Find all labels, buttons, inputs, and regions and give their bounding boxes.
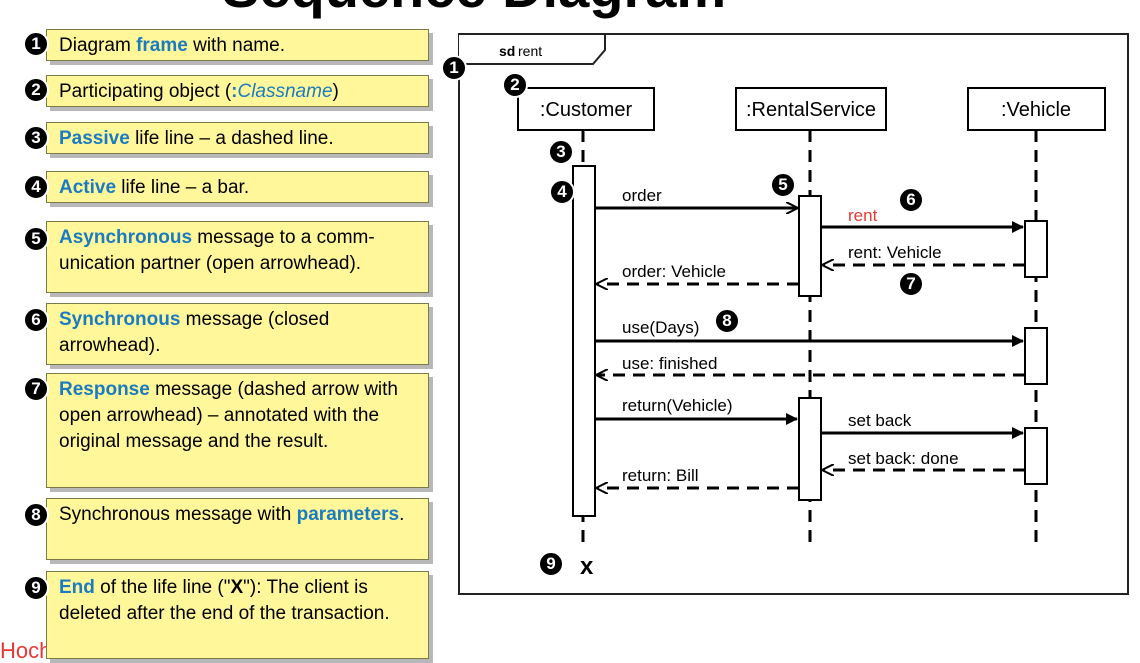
diagram-badge-5: 5 — [770, 172, 796, 198]
legend-text: Participating object (:Classname) — [59, 81, 339, 102]
message-use-response-label: use: finished — [622, 354, 717, 373]
legend-text: Active life line – a bar. — [59, 177, 250, 198]
activation-vehicle-2 — [1024, 327, 1048, 385]
participant-customer-label: :Customer — [540, 99, 633, 121]
legend-item-9-overlay: End of the life line ("X"): The client i… — [46, 571, 429, 659]
message-use-label: use(Days) — [622, 318, 699, 337]
diagram-badge-6: 6 — [898, 187, 924, 213]
frame-name-tab — [459, 33, 606, 65]
message-setback-response-label: set back: done — [848, 449, 959, 468]
legend-badge-5: 5 — [23, 226, 49, 252]
legend-text: Passive life line – a dashed line. — [59, 128, 334, 149]
diagram-badge-4: 4 — [549, 179, 575, 205]
message-return-label: return(Vehicle) — [622, 396, 733, 415]
legend-badge-1: 1 — [23, 31, 49, 57]
legend-badge-8: 8 — [23, 502, 49, 528]
participant-vehicle-label: :Vehicle — [1001, 99, 1071, 121]
page-title: Sequence Diagram — [222, 0, 726, 16]
diagram-badge-7: 7 — [898, 271, 924, 297]
legend-badge-3: 3 — [23, 125, 49, 151]
legend-item-5: Asynchronous message to a comm-unication… — [46, 221, 429, 293]
legend-item-1: Diagram frame with name. — [46, 29, 429, 61]
activation-customer — [572, 165, 596, 517]
legend-item-6: Synchronous message (closed arrowhead). — [46, 303, 429, 365]
legend-badge-7: 7 — [23, 376, 49, 402]
activation-rentalservice-2 — [798, 397, 822, 501]
diagram-badge-9: 9 — [538, 551, 564, 577]
message-order-response-label: order: Vehicle — [622, 262, 726, 281]
lifeline-end-marker: x — [580, 553, 594, 580]
diagram-badge-8: 8 — [714, 308, 740, 334]
frame-keyword: sd — [499, 43, 515, 59]
diagram-badge-1: 1 — [441, 55, 467, 81]
message-return-response-label: return: Bill — [622, 466, 699, 485]
diagram-badge-3: 3 — [548, 139, 574, 165]
activation-rentalservice-1 — [798, 195, 822, 297]
activation-vehicle-1 — [1024, 220, 1048, 278]
legend-item-3: Passive life line – a dashed line. — [46, 122, 429, 154]
legend-badge-2: 2 — [23, 77, 49, 103]
message-rent-label: rent — [848, 206, 878, 225]
legend-text: Synchronous message with parameters. — [59, 504, 405, 525]
legend-text: End of the life line ("X"): The client i… — [59, 577, 390, 624]
participant-rentalservice-box — [735, 87, 887, 131]
frame-name: rent — [518, 43, 542, 59]
legend-text: Response message (dashed arrow with open… — [59, 379, 398, 452]
legend-item-2: Participating object (:Classname) — [46, 75, 429, 107]
legend-item-4: Active life line – a bar. — [46, 171, 429, 203]
activation-vehicle-3 — [1024, 427, 1048, 485]
legend-item-8: Synchronous message with parameters. — [46, 498, 429, 560]
participant-rentalservice-label: :RentalService — [746, 99, 876, 121]
legend-text: Diagram frame with name. — [59, 35, 285, 56]
legend-badge-4: 4 — [23, 174, 49, 200]
legend-badge-9-overlay: 9 — [23, 575, 49, 601]
legend-badge-6: 6 — [23, 307, 49, 333]
participant-customer-box — [517, 87, 655, 131]
participant-vehicle-box — [967, 87, 1106, 131]
message-rent-response-label: rent: Vehicle — [848, 243, 942, 262]
legend-text: Synchronous message (closed arrowhead). — [59, 309, 330, 356]
diagram-badge-2: 2 — [502, 72, 528, 98]
legend-item-7: Response message (dashed arrow with open… — [46, 373, 429, 488]
message-order-label: order — [622, 186, 662, 205]
legend-text: Asynchronous message to a comm-unication… — [59, 227, 375, 274]
message-setback-label: set back — [848, 411, 912, 430]
